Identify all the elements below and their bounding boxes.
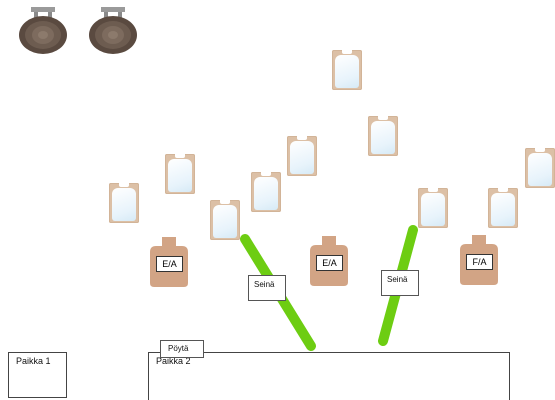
- paper-target-sheet: [335, 55, 359, 88]
- silhouette-target-icon[interactable]: E/A: [149, 237, 189, 287]
- wall-2-label: Seinä: [381, 270, 419, 296]
- paper-target-sheet: [290, 141, 314, 174]
- paper-target-sheet: [168, 159, 192, 192]
- place-1-box[interactable]: Paikka 1: [8, 352, 67, 398]
- paper-target-icon[interactable]: [488, 188, 518, 228]
- table-label[interactable]: Pöytä: [160, 340, 204, 358]
- paper-target-icon[interactable]: [332, 50, 362, 90]
- gong-plate-icon[interactable]: [18, 6, 68, 56]
- paper-target-icon[interactable]: [210, 200, 240, 240]
- gong-plate-icon[interactable]: [88, 6, 138, 56]
- paper-target-sheet: [254, 177, 278, 210]
- paper-target-sheet: [528, 153, 552, 186]
- paper-target-icon[interactable]: [525, 148, 555, 188]
- paper-target-icon[interactable]: [418, 188, 448, 228]
- paper-target-sheet: [421, 193, 445, 226]
- paper-target-icon[interactable]: [165, 154, 195, 194]
- paper-target-icon[interactable]: [251, 172, 281, 212]
- silhouette-target-icon[interactable]: E/A: [309, 236, 349, 286]
- paper-target-icon[interactable]: [109, 183, 139, 223]
- paper-target-sheet: [371, 121, 395, 154]
- paper-target-sheet: [491, 193, 515, 226]
- silhouette-target-icon[interactable]: F/A: [459, 235, 499, 285]
- wall-1-label: Seinä: [248, 275, 286, 301]
- silhouette-label: F/A: [466, 254, 493, 270]
- paper-target-sheet: [112, 188, 136, 221]
- silhouette-label: E/A: [156, 256, 183, 272]
- paper-target-icon[interactable]: [368, 116, 398, 156]
- silhouette-label: E/A: [316, 255, 343, 271]
- place-2-box[interactable]: Paikka 2: [148, 352, 510, 400]
- paper-target-icon[interactable]: [287, 136, 317, 176]
- paper-target-sheet: [213, 205, 237, 238]
